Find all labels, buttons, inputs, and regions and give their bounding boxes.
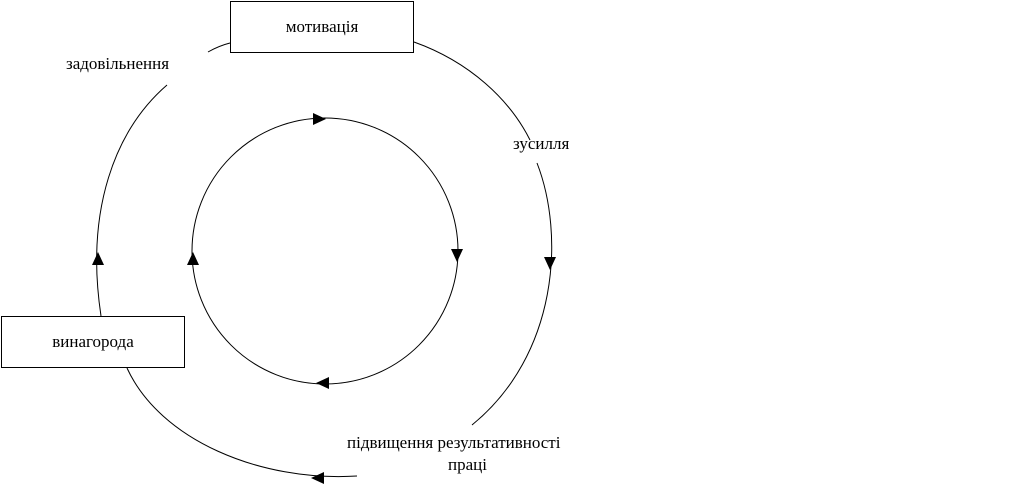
inner-arrowhead-bottom bbox=[316, 377, 329, 389]
reward-box: винагорода bbox=[1, 316, 185, 368]
outer-arrowhead-left bbox=[92, 252, 104, 265]
performance-label-line1: підвищення результативності bbox=[347, 433, 561, 452]
inner-arrowhead-right bbox=[451, 249, 463, 262]
performance-label-line2: праці bbox=[448, 455, 487, 474]
outer-arrowhead-bottom bbox=[311, 472, 324, 484]
reward-label: винагорода bbox=[52, 332, 134, 351]
outer-arc-satisfaction-to-motivation bbox=[207, 42, 231, 53]
satisfaction-label: задовільнення bbox=[66, 54, 170, 73]
effort-label: зусилля bbox=[513, 134, 570, 153]
outer-arc-effort-to-performance bbox=[471, 162, 553, 426]
motivation-box: мотивація bbox=[230, 1, 414, 53]
outer-arc-reward-to-satisfaction bbox=[96, 84, 168, 317]
inner-cycle-circle bbox=[191, 117, 459, 385]
inner-arrowhead-left bbox=[187, 252, 199, 265]
motivation-label: мотивація bbox=[285, 17, 359, 36]
outer-arc-motivation-to-effort bbox=[413, 41, 531, 141]
inner-arrowhead-top bbox=[313, 113, 326, 125]
outer-arrowhead-right bbox=[544, 257, 556, 270]
